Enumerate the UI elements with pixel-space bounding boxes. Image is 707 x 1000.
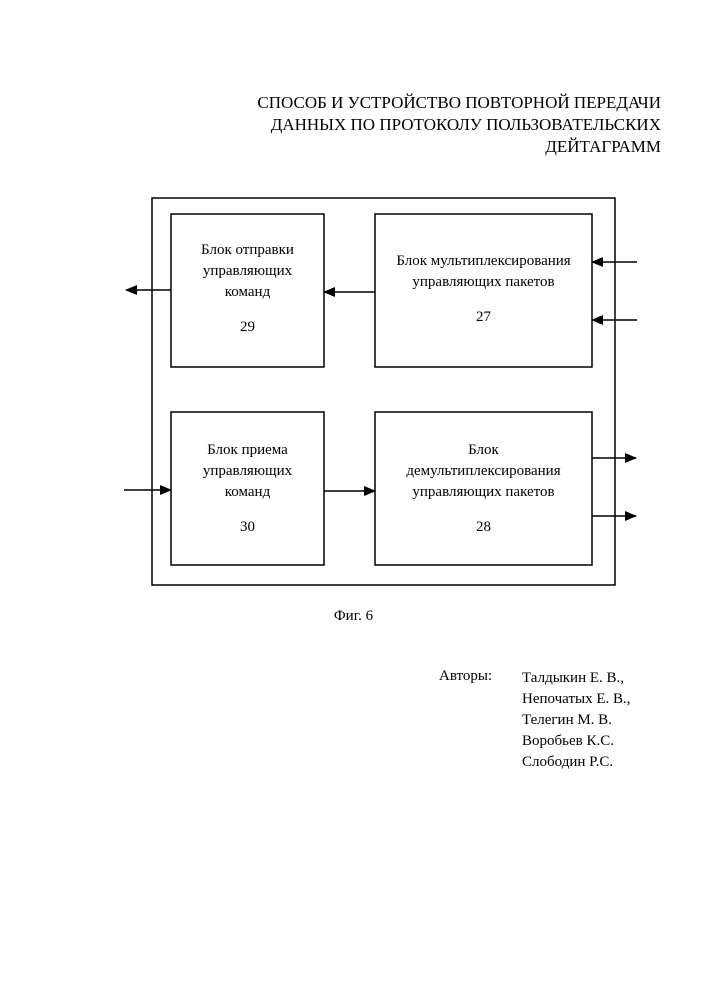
block-30-label-line: Блок приема — [171, 440, 324, 461]
block-29-label-line: команд — [171, 282, 324, 303]
block-27: Блок мультиплексирования управляющих пак… — [375, 251, 592, 328]
authors-label: Авторы: — [439, 668, 492, 685]
block-30-number: 30 — [171, 517, 324, 538]
authors-list: Талдыкин Е. В., Непочатых Е. В., Телегин… — [522, 668, 631, 773]
block-29-label-line: Блок отправки — [171, 240, 324, 261]
block-28: Блок демультиплексирования управляющих п… — [375, 440, 592, 538]
author-name: Воробьев К.С. — [522, 731, 631, 752]
block-28-label-line: демультиплексирования — [375, 461, 592, 482]
block-29-number: 29 — [171, 317, 324, 338]
block-30-label-line: команд — [171, 482, 324, 503]
author-name: Слободин Р.С. — [522, 752, 631, 773]
block-28-label-line: управляющих пакетов — [375, 482, 592, 503]
block-27-number: 27 — [375, 307, 592, 328]
figure-caption: Фиг. 6 — [0, 608, 707, 625]
block-30: Блок приема управляющих команд 30 — [171, 440, 324, 538]
block-27-label-line: управляющих пакетов — [375, 272, 592, 293]
author-name: Талдыкин Е. В., — [522, 668, 631, 689]
block-29-label-line: управляющих — [171, 261, 324, 282]
author-name: Непочатых Е. В., — [522, 689, 631, 710]
block-28-label-line: Блок — [375, 440, 592, 461]
block-28-number: 28 — [375, 517, 592, 538]
block-30-label-line: управляющих — [171, 461, 324, 482]
block-27-label-line: Блок мультиплексирования — [375, 251, 592, 272]
block-29: Блок отправки управляющих команд 29 — [171, 240, 324, 338]
author-name: Телегин М. В. — [522, 710, 631, 731]
